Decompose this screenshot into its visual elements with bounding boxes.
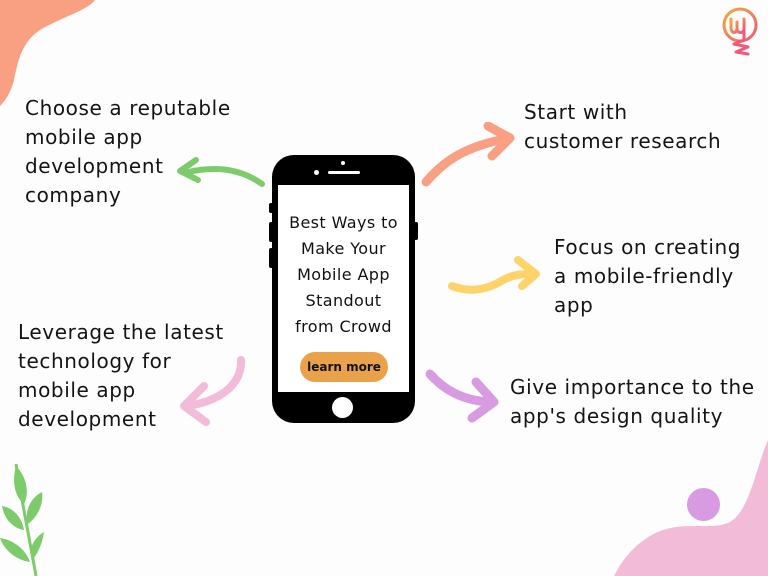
phone-speaker	[328, 171, 360, 174]
phone-camera	[314, 170, 319, 175]
tip-choose-company: Choose a reputable mobile app developmen…	[25, 96, 231, 207]
decorative-purple-dot	[687, 488, 720, 521]
phone-screen: Best Ways to Make Your Mobile App Stando…	[278, 185, 409, 392]
yellow-arrow-icon	[448, 256, 540, 294]
lightbulb-w-logo-icon	[722, 7, 758, 56]
decorative-blob-bottom-right	[614, 440, 768, 576]
learn-more-button[interactable]: learn more	[300, 352, 388, 382]
phone-side-button-right	[414, 222, 418, 240]
tip-mobile-friendly: Focus on creating a mobile-friendly app	[554, 235, 742, 317]
green-arrow-icon	[177, 157, 265, 187]
tip-latest-technology: Leverage the latest technology for mobil…	[18, 320, 224, 431]
phone-mockup: Best Ways to Make Your Mobile App Stando…	[272, 155, 415, 423]
decorative-blob-top-left	[0, 0, 95, 106]
phone-side-button-left-2	[269, 222, 273, 242]
tip-design-quality: Give importance to the app's design qual…	[510, 375, 755, 428]
phone-side-button-left-1	[269, 203, 273, 213]
tip-customer-research: Start with customer research	[524, 100, 722, 153]
orange-arrow-icon	[421, 122, 515, 187]
phone-side-button-left-3	[269, 248, 273, 268]
leaf-branch-icon	[0, 463, 44, 576]
phone-home-button	[332, 397, 353, 418]
purple-arrow-icon	[425, 369, 499, 423]
pink-arrow-icon	[180, 356, 245, 426]
phone-sensor-dot	[341, 161, 345, 165]
phone-title: Best Ways to Make Your Mobile App Stando…	[289, 213, 398, 336]
